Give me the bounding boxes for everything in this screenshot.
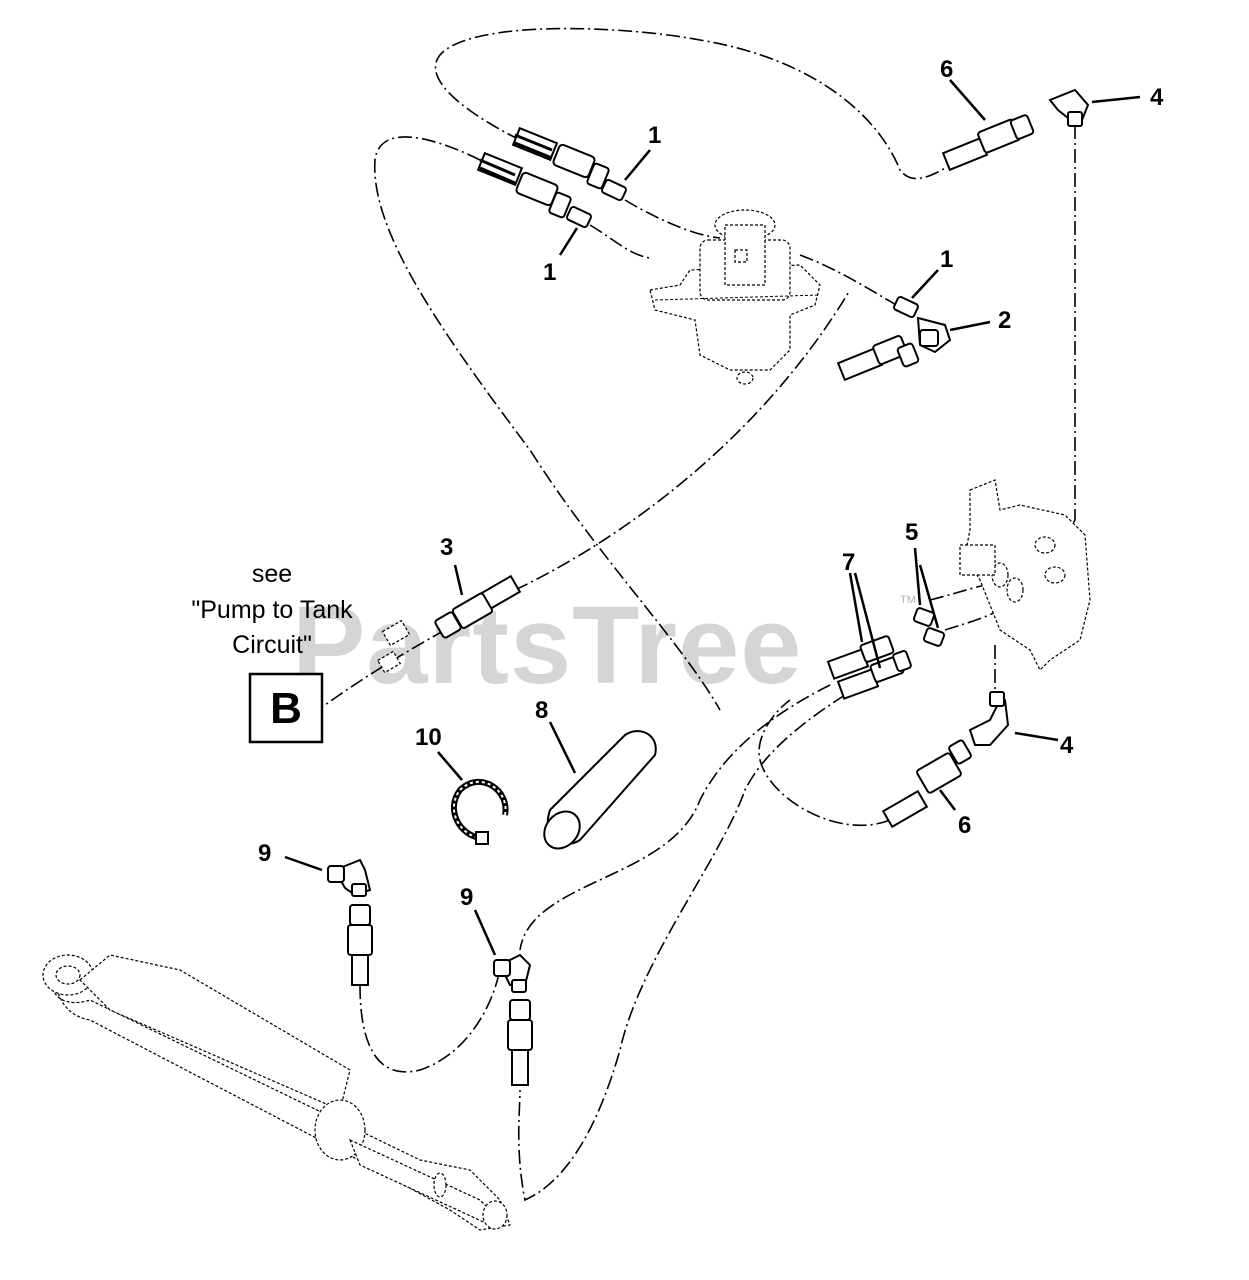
hose-end-2: [836, 335, 920, 382]
callout-6-lower: 6: [958, 812, 971, 839]
callout-3: 3: [440, 534, 453, 561]
callout-9-center: 9: [460, 884, 473, 911]
hose-end-6-lower: [881, 739, 972, 829]
hose-ends-7: [826, 635, 912, 700]
callout-1-top: 1: [648, 122, 661, 149]
callout-7: 7: [842, 549, 855, 576]
hose-route-elbow4-to-valve: [1044, 125, 1076, 541]
hose-end-cylinder-center: [507, 999, 533, 1086]
reference-line-1: see: [252, 560, 292, 588]
callout-6-upper: 6: [940, 56, 953, 83]
reference-line-2: "Pump to Tank: [191, 596, 353, 624]
trademark-mark: TM: [900, 594, 916, 606]
callout-4-lower: 4: [1060, 732, 1074, 759]
hose-end-upper-left-b: [476, 151, 572, 219]
elbow-4-lower: [968, 691, 1010, 746]
callout-4-upper: 4: [1150, 84, 1164, 111]
watermark: PartsTree TM: [292, 584, 916, 707]
callout-8: 8: [535, 697, 548, 724]
hose-route-fitting1-to-valve: [624, 199, 721, 239]
reference-note: see "Pump to Tank Circuit" B: [191, 560, 353, 744]
callout-9-left: 9: [258, 840, 271, 867]
callout-2: 2: [998, 307, 1011, 334]
reference-letter: B: [270, 684, 302, 733]
hydraulic-cylinder: [42, 954, 511, 1231]
hose-route-fitting5-to-valve: [944, 609, 1001, 631]
hose-route-hose6b-loop: [758, 699, 891, 826]
control-valve-assembly: [649, 209, 821, 385]
reference-box: [248, 672, 324, 744]
callout-10: 10: [415, 724, 442, 751]
reference-line-3: Circuit": [232, 631, 312, 659]
hose-route-valve-to-fitting1: [799, 254, 906, 311]
hose-end-6-upper: [941, 114, 1035, 172]
hose-end-3: [434, 574, 522, 639]
callout-numbers: 1 1 1 2 3 4 4 5 6 6 7 8 9 9 10: [258, 56, 1164, 911]
hose-route-fitting5b-to-valve: [929, 584, 986, 601]
leader-lines: [284, 79, 1141, 956]
callout-1-left: 1: [543, 259, 556, 286]
hose-sleeve-8: [543, 730, 657, 850]
elbow-2: [916, 316, 952, 354]
hose-route-fitting1b-to-valve: [589, 224, 651, 259]
hose-route-left-loop: [374, 136, 721, 711]
elbow-4-upper: [1048, 88, 1090, 127]
hose-end-cylinder-left: [347, 904, 373, 986]
hose-route-hose3-to-hose2: [514, 289, 851, 591]
fittings-5: [912, 607, 946, 647]
fitting-1-lower: [566, 205, 592, 229]
hose-route-upper-loop: [434, 27, 961, 180]
clamp-10: [451, 778, 509, 845]
elbow-9-left: [327, 858, 372, 897]
spool-valve-assembly: [959, 479, 1091, 672]
elbow-9-center: [493, 953, 532, 993]
fitting-1-right: [893, 295, 919, 319]
hose-route-cylinder-return: [359, 964, 501, 1073]
hose-route-hose7-to-cylinder: [519, 684, 831, 951]
callout-1-right: 1: [940, 246, 953, 273]
fitting-1-upper: [601, 178, 627, 202]
watermark-text: PartsTree: [292, 584, 802, 707]
hose-route-hose7b-to-loop: [517, 694, 846, 1202]
hose-end-upper-left-a: [511, 126, 610, 190]
callout-5: 5: [905, 519, 918, 546]
ghost-fitting-B: [376, 619, 411, 674]
